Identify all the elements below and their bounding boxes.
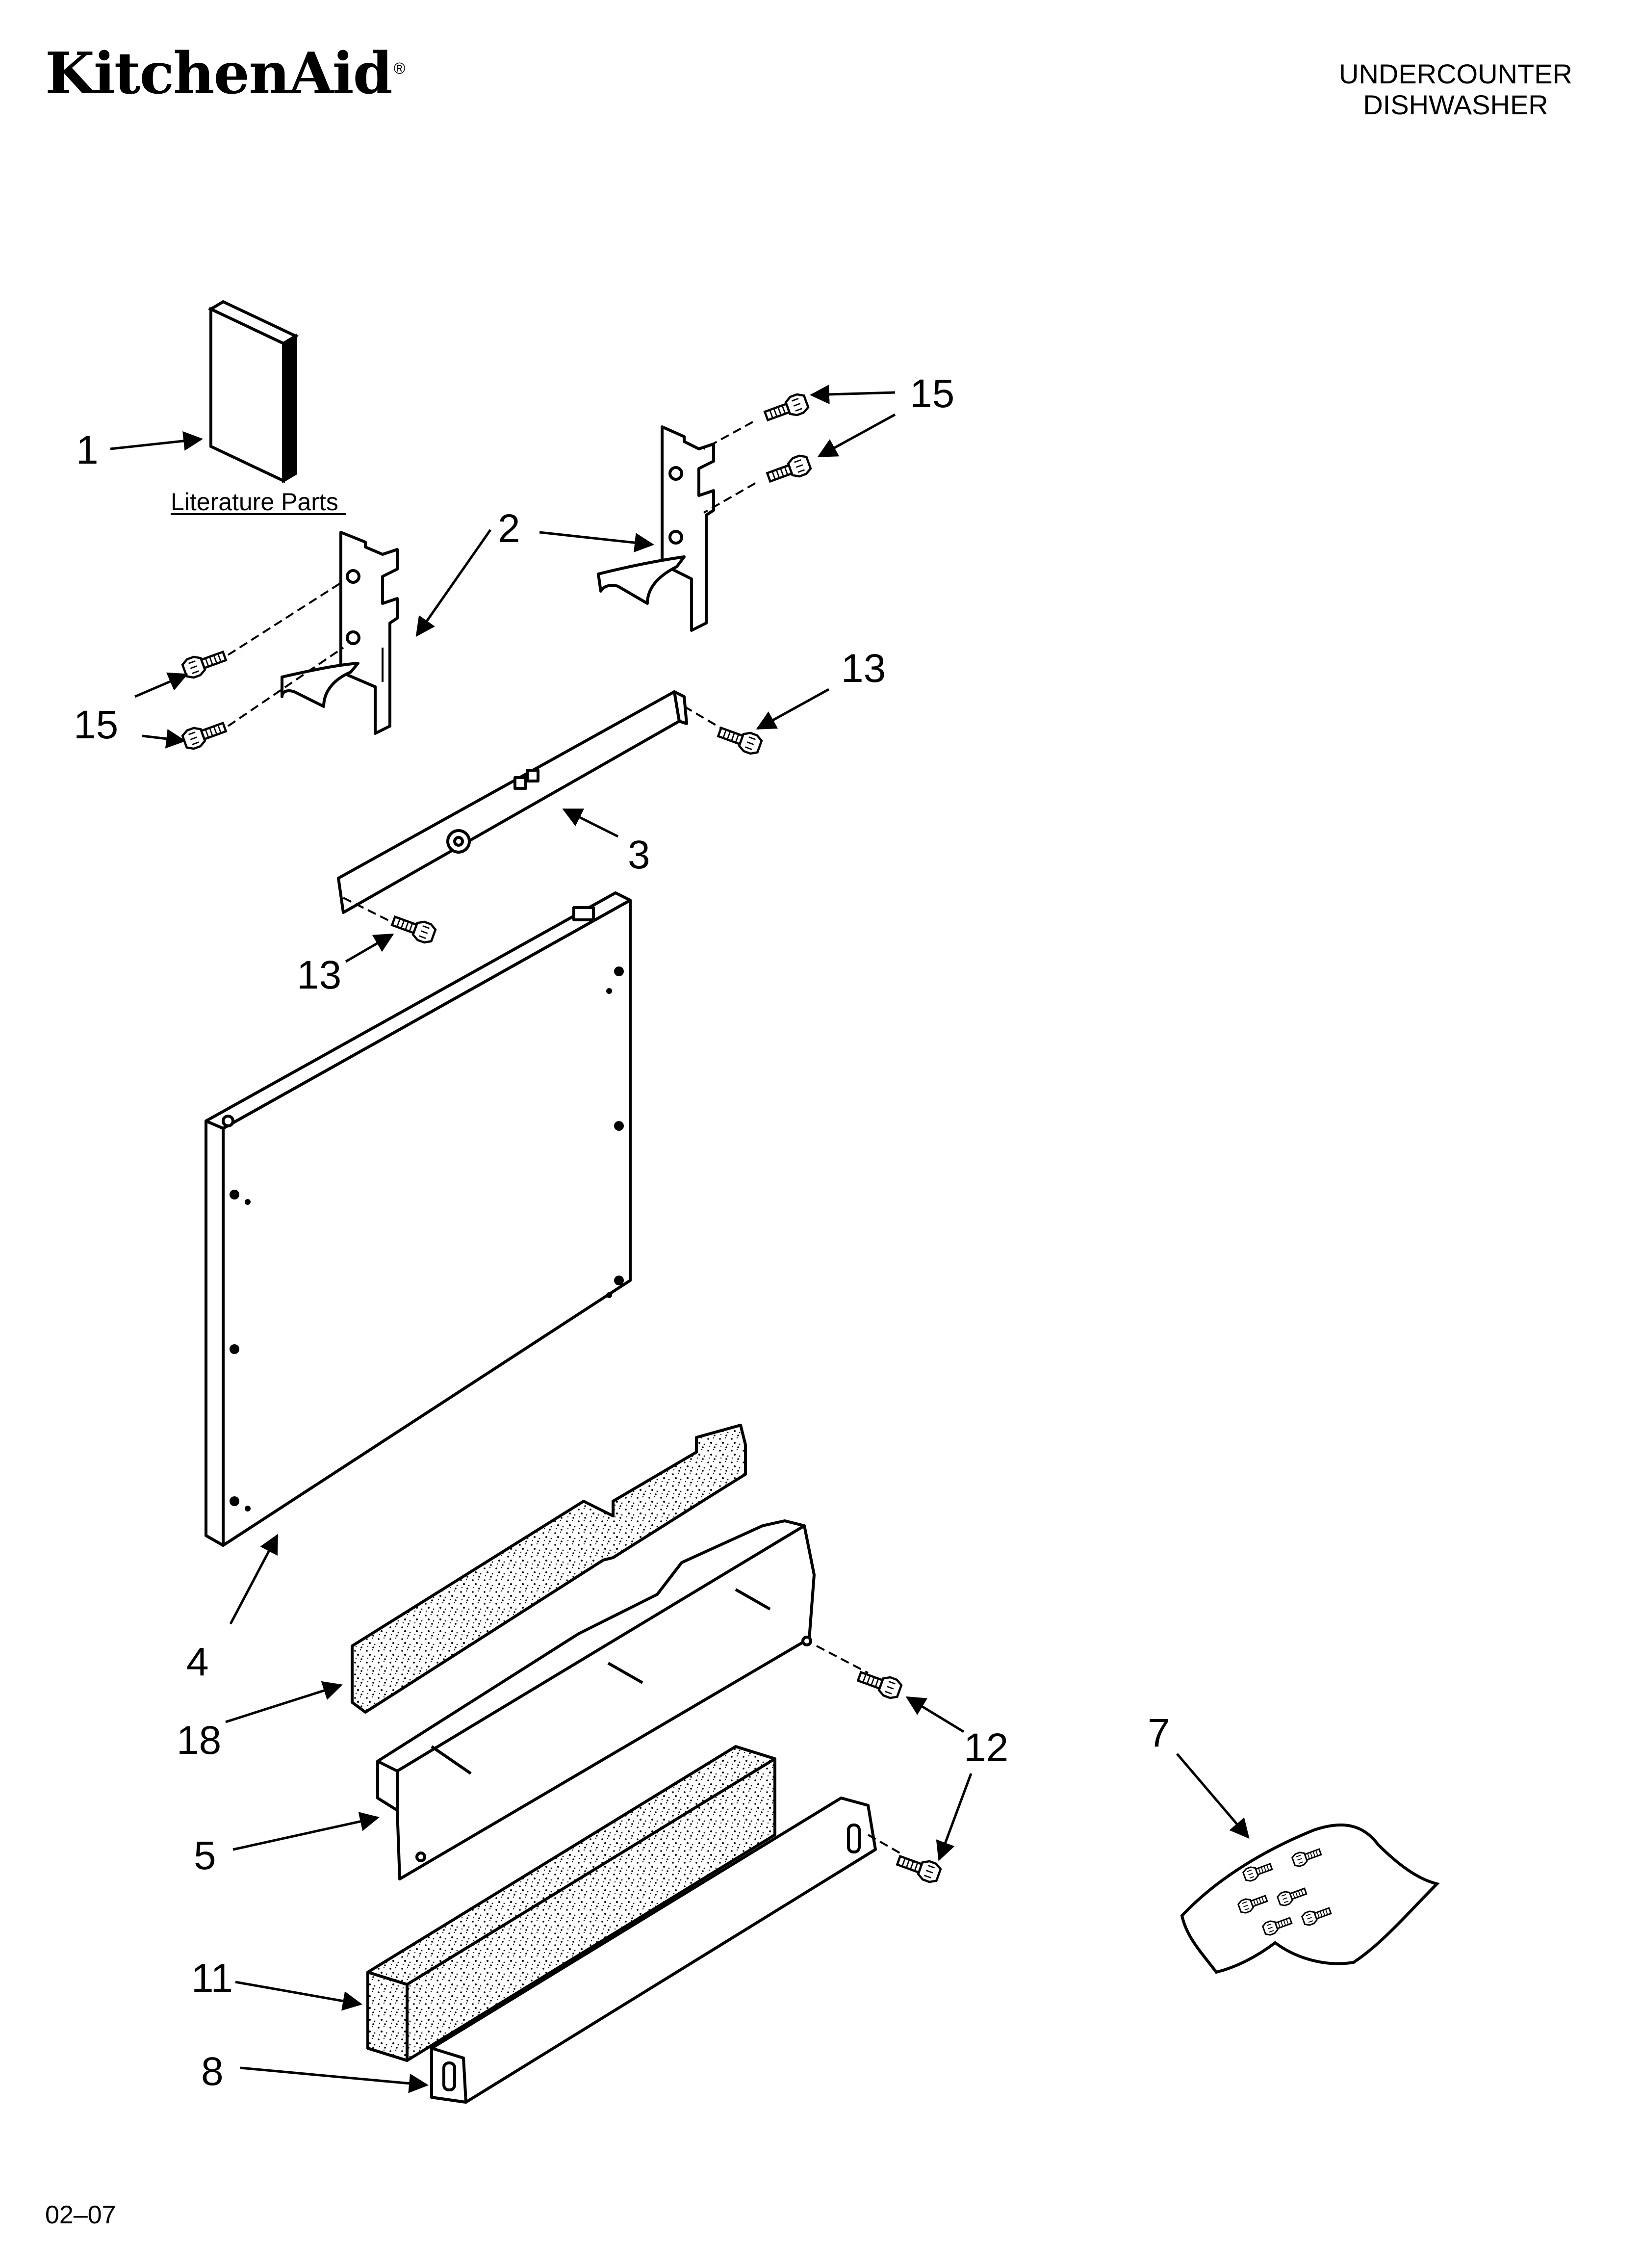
callout-18: 18 [177,1718,221,1763]
screw-15-left-lower [181,718,228,751]
kick-plate [430,1797,877,2104]
screw-13-right [717,723,763,756]
mounting-bracket-left [281,531,399,735]
registered-mark: ® [393,59,406,78]
product-title: UNDERCOUNTER DISHWASHER [1339,58,1572,120]
leader-lines [110,384,1250,2093]
foam-block-lower [366,1745,776,2062]
product-title-line1: UNDERCOUNTER [1339,58,1572,89]
hardware-bag [1180,1824,1440,1974]
screw-12-upper [856,1668,903,1700]
revision-code: 02–07 [45,2201,116,2229]
callout-12: 12 [964,1725,1008,1770]
screw-15-right-upper [763,392,810,425]
callout-15-left: 15 [74,703,118,747]
lower-bracket [376,1519,816,1880]
support-bracket [337,690,688,914]
literature-book [207,300,299,484]
brand-logo: KitchenAid® [45,45,406,102]
callout-7: 7 [1148,1711,1170,1755]
brand-name: KitchenAid [45,40,393,107]
screw-13-left [390,912,437,945]
callout-13-left: 13 [297,953,341,997]
callout-15-right: 15 [910,371,954,416]
screw-15-left-upper [181,647,228,680]
door-panel-holes [230,966,624,1512]
callout-4: 4 [186,1640,209,1684]
screw-12-lower [896,1851,942,1884]
callout-13-right: 13 [841,646,886,691]
screw-15-right-lower [766,454,812,487]
mounting-bracket-right [597,425,715,632]
callout-1: 1 [76,428,99,472]
literature-parts-label: Literature Parts [171,488,338,516]
door-panel [205,891,632,1547]
callout-5: 5 [194,1833,216,1878]
callout-2: 2 [498,506,520,551]
product-title-line2: DISHWASHER [1363,89,1548,120]
callout-8: 8 [201,2049,224,2094]
callout-3: 3 [628,833,650,877]
foam-strip-upper [351,1424,747,1714]
callout-11: 11 [191,1956,233,2001]
